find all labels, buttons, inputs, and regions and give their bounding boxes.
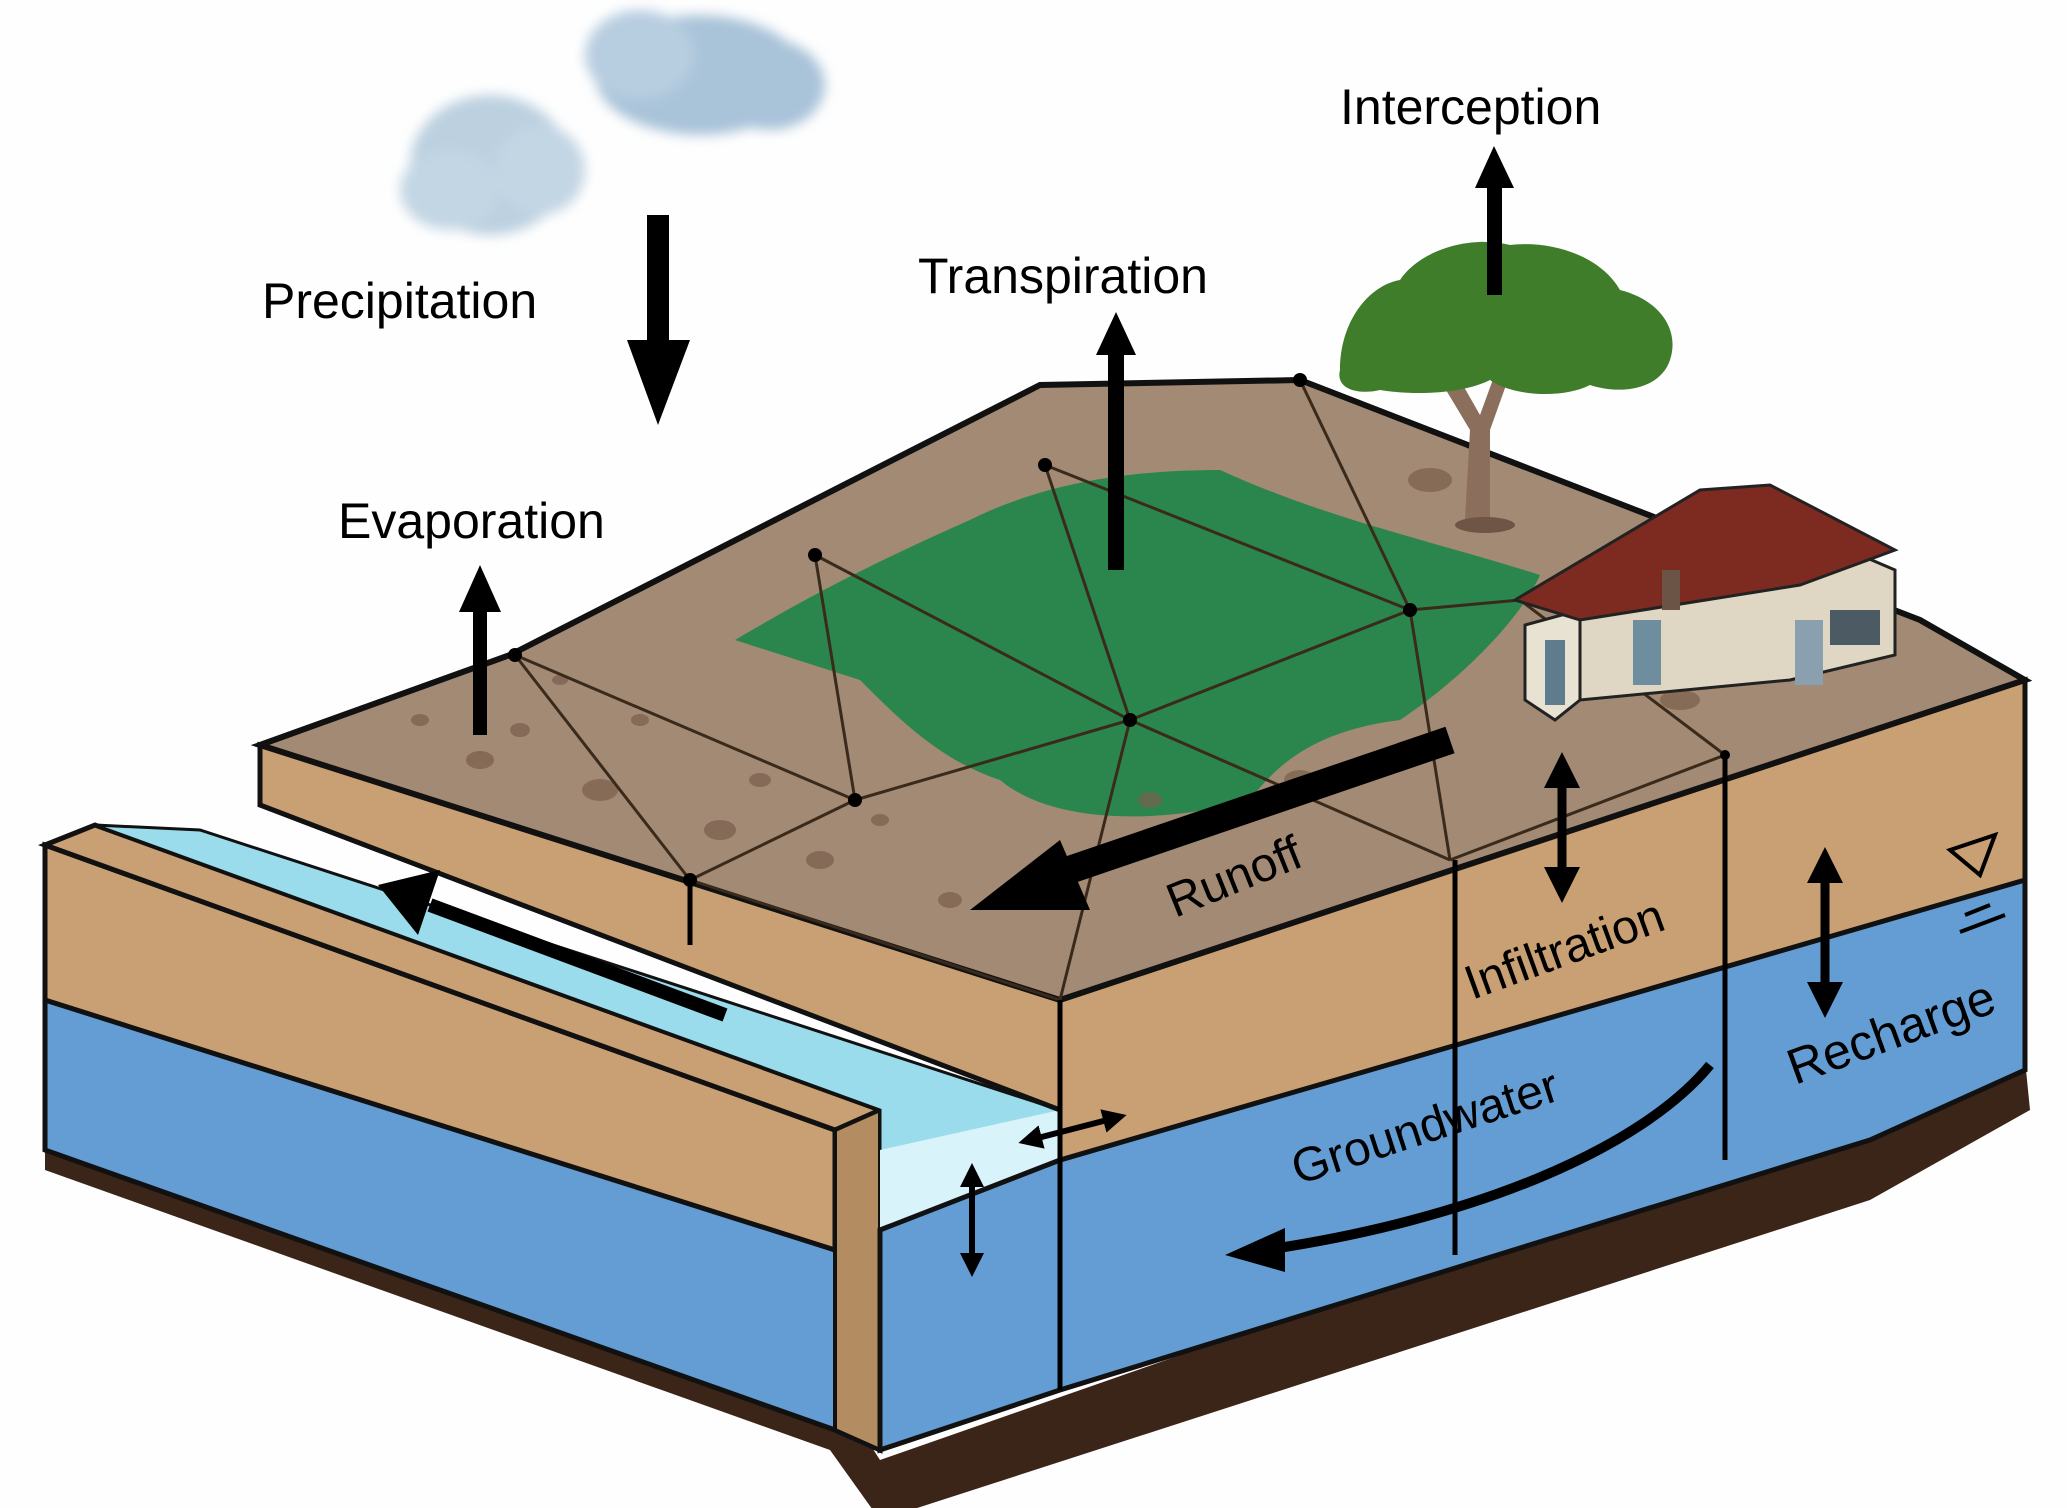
- interception-arrow: [1475, 146, 1514, 295]
- label-evaporation: Evaporation: [338, 493, 605, 549]
- groundwater-arrow: [1225, 1061, 1714, 1272]
- label-precipitation: Precipitation: [262, 273, 537, 329]
- house-icon: [1511, 483, 1899, 722]
- vegetation-patch: [735, 470, 1540, 817]
- left-bank-block: [37, 822, 887, 1454]
- evaporation-arrow: [459, 565, 501, 735]
- label-interception: Interception: [1340, 79, 1601, 135]
- water-table-symbol: [1945, 831, 2006, 934]
- precipitation-arrow: [627, 215, 690, 425]
- cloud-icon: [400, 10, 825, 235]
- tree-icon: [1339, 241, 1673, 533]
- flow-arrows: [378, 146, 1843, 1277]
- river-exchange-horizontal-arrow: [1018, 1109, 1127, 1149]
- transpiration-arrow: [1096, 312, 1136, 570]
- runoff-arrow: [970, 726, 1455, 910]
- river-flow-arrow: [378, 870, 728, 1022]
- label-transpiration: Transpiration: [918, 248, 1208, 304]
- cell-boundaries: [687, 755, 1728, 1390]
